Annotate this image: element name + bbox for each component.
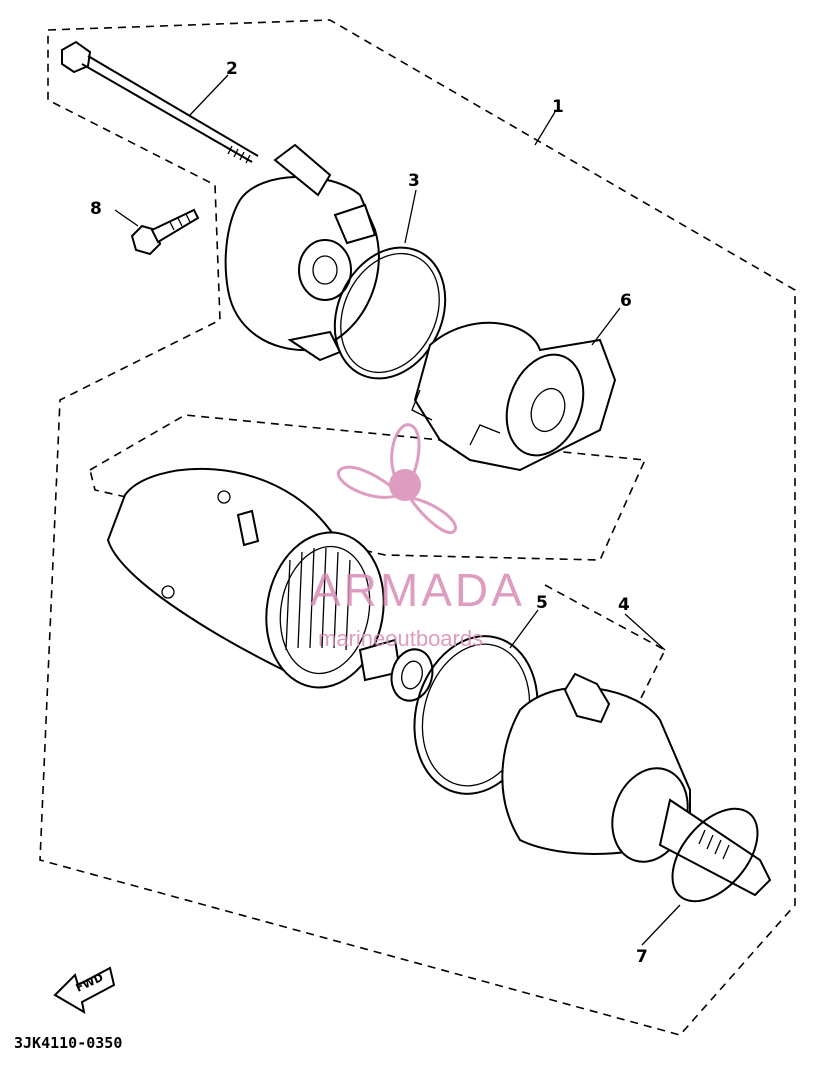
assembly-boundary [39, 19, 796, 1036]
brush-group-boundary [89, 414, 647, 561]
watermark-logo [336, 423, 457, 535]
o-ring-rear [333, 246, 447, 380]
drawing-code: 3JK4110-0350 [14, 1034, 122, 1052]
front-housing [501, 672, 772, 897]
callout-1: 1 [552, 97, 564, 117]
watermark-brand: ARMADA [310, 564, 525, 616]
callout-7: 7 [636, 947, 648, 967]
o-ring-shaft [671, 807, 759, 903]
callout-8: 8 [90, 199, 102, 219]
screw [130, 208, 200, 256]
callout-4: 4 [618, 595, 630, 615]
callout-2: 2 [226, 59, 238, 79]
fwd-arrow: FWD [53, 966, 116, 1014]
callout-3: 3 [408, 171, 420, 191]
rear-cover [224, 143, 380, 362]
through-bolt [61, 40, 259, 164]
yoke-armature [106, 467, 402, 689]
brush-holder [411, 321, 617, 472]
front-housing-boundary [544, 584, 667, 701]
leader-lines [114, 74, 681, 946]
callout-5: 5 [536, 593, 548, 613]
callout-6: 6 [620, 291, 632, 311]
watermark-sub: marineoutboards [318, 626, 483, 651]
